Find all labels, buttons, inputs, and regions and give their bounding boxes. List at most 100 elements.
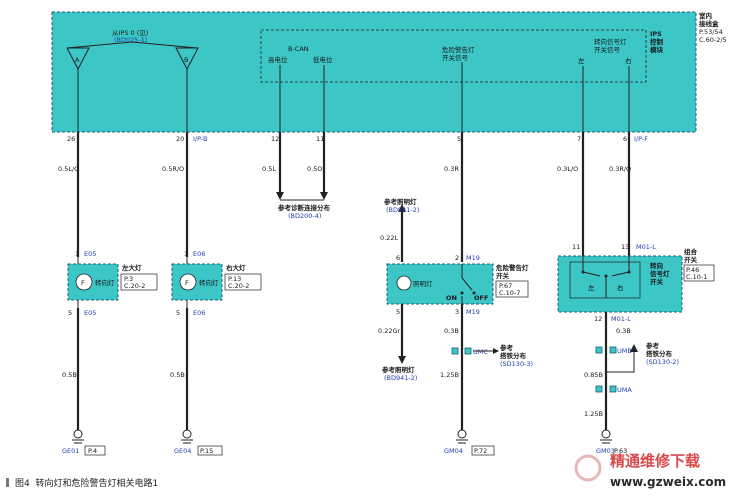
pin-12: 12 [271,135,279,143]
right-bulb-label: 转向灯 [199,278,219,287]
pin-26: 26 [67,135,75,143]
multi-ground-icon [601,429,611,439]
right-lamp-ref-1: P.13 [228,275,241,283]
ips-junction-box [51,11,697,133]
turn-signal-1: 转向信号灯 [594,37,627,46]
right-lamp-ref-box [224,273,262,291]
right-pin-bot: 5 [176,309,180,317]
left-lamp-ref-2: C.20-2 [124,282,145,290]
umc-ref-arrow [493,348,499,354]
multi-left-dot [581,270,585,274]
hazard-lamp-icon [396,275,412,291]
multi-pin-bot: 12 [594,315,602,323]
hazard-lamp-label: 照明灯 [413,279,433,288]
hazard-off-dot [472,291,476,295]
umb-label: UMB [617,347,632,355]
turn-signal-2: 开关信号 [594,45,621,54]
multi-sub-1: 转向 [650,261,664,270]
right-ground-ref-box [197,445,223,456]
caption-fig: 图4 [15,479,30,489]
wire-label-03r: 0.3R [444,165,459,173]
hazard-title-2: 开关 [496,271,510,280]
hazard-switch-contact [461,264,473,304]
left-bulb-label: 转向灯 [95,278,115,287]
uma-label: UMA [617,386,632,394]
caption-text: 转向灯和危险警告灯相关电路1 [35,479,159,489]
umb-right-block [609,346,617,354]
m-gnd-ref-2: 搭铁分布 [646,349,673,358]
umb-ref-arrow [630,344,638,352]
indoor-label-1: 室内 [699,11,712,20]
from-ips-bracket [66,41,198,49]
indoor-label-2: 接线盒 [699,19,719,28]
multi-left: 左 [588,283,595,292]
left-ground: GE01 [62,447,79,455]
multi-ground-ref: P.63 [614,447,627,455]
multi-title-2: 开关 [684,255,698,264]
hazard-ground-symbol [456,439,468,444]
indoor-ref-1: P.53/54 [699,28,723,36]
figure-caption: 图4 转向灯和危险警告灯相关电路1 [6,476,158,489]
left-ground-ref-box [84,445,106,456]
multi-conn-bot: M01-L [611,315,631,323]
multi-right: 右 [617,283,624,292]
hazard-pin-bl: 5 [396,308,400,316]
uma-left-block [595,385,603,393]
wire-label-03b-m: 0.3B [616,327,631,335]
watermark-url: www.gzweix.com [610,475,726,489]
left-lamp-title: 左大灯 [121,263,142,272]
umb-left-block [595,346,603,354]
hazard-ref-box [495,280,529,298]
bcan-low: 低电位 [313,55,333,64]
right-lamp-ref-2: C.20-2 [228,282,249,290]
left-pin-bot: 5 [68,309,72,317]
indoor-ref-2: C.60-2/5 [699,36,727,44]
hazard-top-ref-code: (BD941-2) [386,206,419,214]
bcan-ref-text: 参考诊断连接分布 [278,203,331,212]
multi-sub-2: 信号灯 [650,269,670,278]
from-ips-ref: (BD025-1) [114,36,147,44]
ips-label-3: 模块 [650,45,664,54]
hz-gnd-ref-2: 搭铁分布 [500,351,527,360]
pin-5: 5 [457,135,461,143]
right-ground-ref: P.15 [200,447,213,455]
hazard-pin-tr: 2 [455,254,459,262]
hazard-title-1: 危险警告灯 [495,263,529,272]
hazard-signal-2: 开关信号 [442,53,469,62]
multi-switch-contacts [582,256,630,298]
wire-label-05b-left: 0.5B [62,371,77,379]
right-ground-symbol [181,439,193,444]
terminal-b-triangle [175,47,199,71]
pin-7: 7 [577,135,581,143]
hazard-top-ref-text: 参考照明灯 [384,197,417,206]
hazard-ground-ref: P.72 [474,447,487,455]
hazard-conn-top: M19 [466,254,480,262]
watermark: 精通维修下载 www.gzweix.com [574,452,726,489]
hazard-on-dot [460,291,464,295]
umb-ref-line [606,350,635,373]
hazard-ref-1: P.67 [499,282,512,290]
multi-pin-r: 13 [621,243,629,251]
pin-11: 11 [316,135,324,143]
multi-ref-2: C.10-1 [686,273,707,281]
left-ground-ref: P.4 [88,447,97,455]
hazard-top-ref-arrow [398,204,406,212]
multi-pin-l: 11 [572,243,580,251]
pin-ipf: I/P-F [634,135,648,143]
wire-label-05b-right: 0.5B [170,371,185,379]
left-conn-bot: E05 [84,309,96,317]
hz-gnd-ref-1: 参考 [500,343,514,352]
umc-left-block [451,347,459,355]
multi-title-1: 组合 [684,247,698,256]
left-bulb-mark: F [81,279,85,287]
watermark-gear-icon [574,454,602,482]
m-gnd-ref-1: 参考 [646,341,660,350]
multi-right-dot [627,270,631,274]
multi-conn-top: M01-L [636,243,656,251]
hazard-on: ON [446,294,457,302]
right-pin-top: 1 [184,250,188,258]
turn-right: 右 [625,56,632,65]
hazard-bot-ref-text: 参考照明灯 [382,365,415,374]
